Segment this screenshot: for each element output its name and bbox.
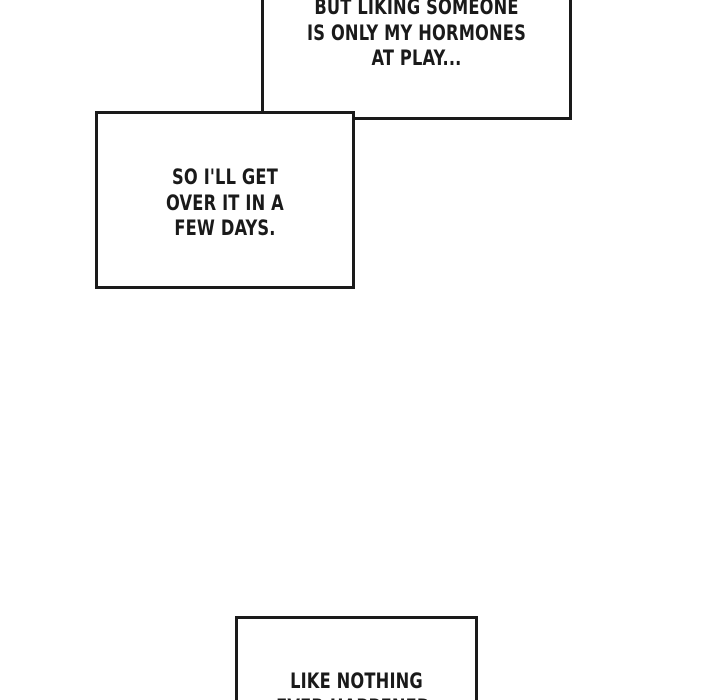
speech-bubble-like-nothing: LIKE NOTHING EVER HAPPENED. [235, 616, 478, 700]
speech-bubble-few-days: SO I'LL GET OVER IT IN A FEW DAYS. [95, 111, 355, 289]
speech-bubble-like-nothing-text: LIKE NOTHING EVER HAPPENED. [276, 669, 437, 700]
speech-bubble-hormones: BUT LIKING SOMEONE IS ONLY MY HORMONES A… [261, 0, 572, 120]
speech-bubble-few-days-text: SO I'LL GET OVER IT IN A FEW DAYS. [166, 165, 284, 241]
speech-bubble-hormones-text: BUT LIKING SOMEONE IS ONLY MY HORMONES A… [307, 0, 526, 71]
